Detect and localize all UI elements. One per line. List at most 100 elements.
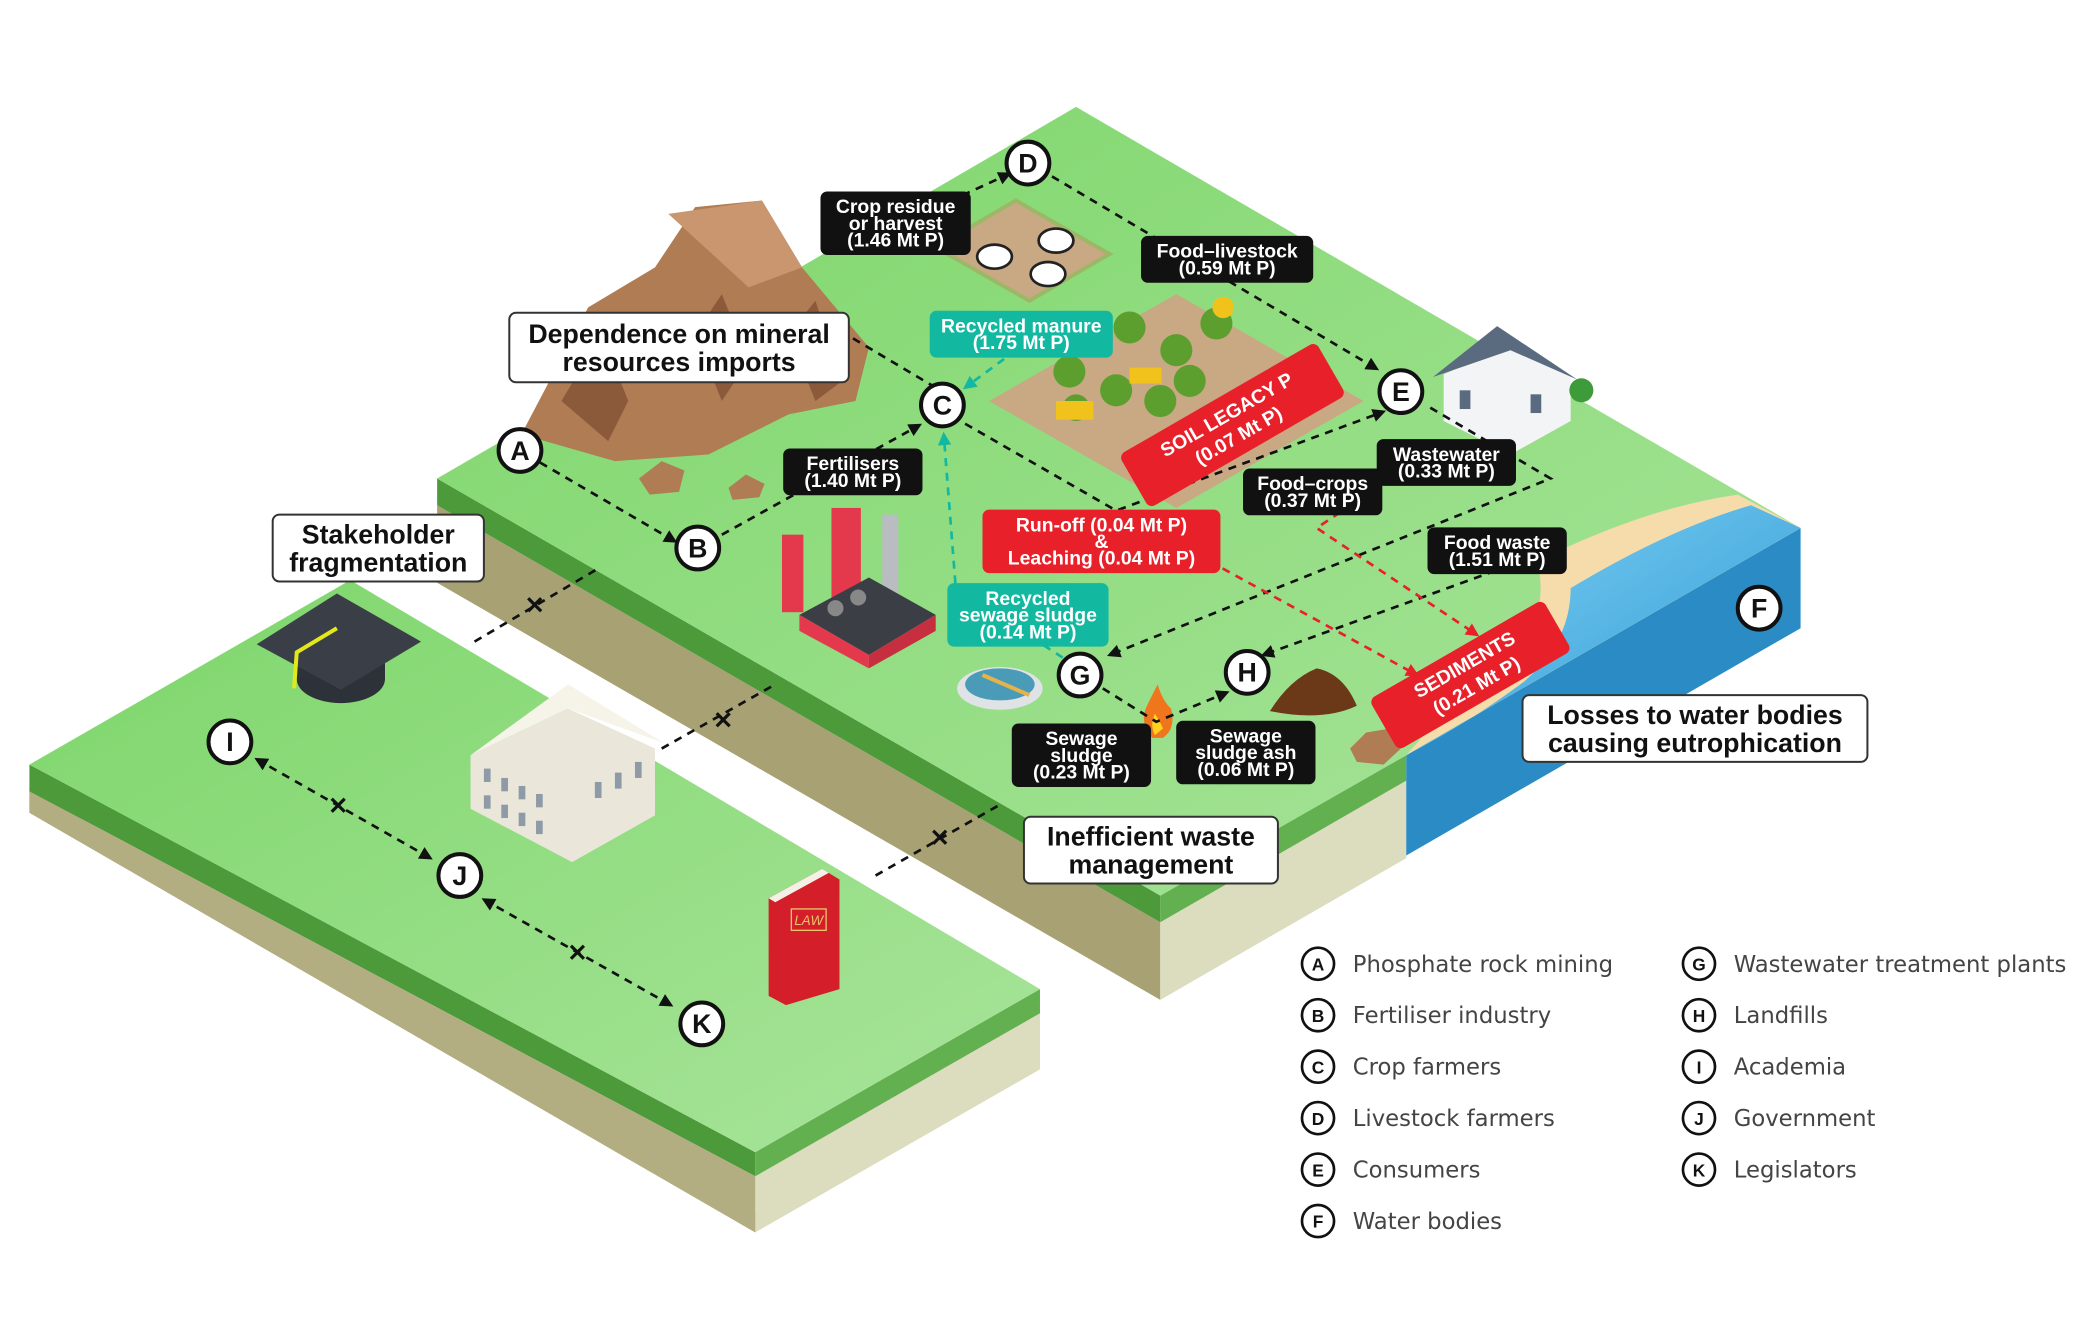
flow-label-box [1011, 723, 1152, 787]
node-circle [496, 427, 544, 474]
flow-label-runoff: Run-off (0.04 Mt P)&Leaching (0.04 Mt P) [982, 509, 1221, 574]
legend-label: Fertiliser industry [1353, 1003, 1551, 1029]
legend-label: Government [1734, 1106, 1876, 1132]
flow-label-box [947, 583, 1109, 647]
node-circle [1056, 651, 1104, 699]
legend-badge [1300, 1049, 1336, 1085]
legend-label: Consumers [1353, 1158, 1481, 1184]
flow-label-text: sludge ash [1195, 742, 1296, 764]
legend-letter: I [1697, 1057, 1702, 1077]
flow-label-box [1121, 344, 1344, 507]
node-circle [1377, 368, 1425, 416]
flow-label-text: Recycled manure [941, 316, 1102, 338]
barrier-x-icon: ✕ [567, 940, 587, 967]
legend-letter: C [1312, 1057, 1325, 1077]
flow-label-text: Run-off (0.04 Mt P) [1016, 514, 1187, 536]
incineration-fire-icon [1143, 684, 1173, 738]
node-circle [1223, 648, 1271, 696]
flow-label-text: Food–crops [1257, 473, 1368, 495]
stakeholder-platform [29, 580, 1040, 1233]
flow-line-g-to-h [1102, 687, 1230, 724]
flow-label-text: Recycled [985, 588, 1070, 610]
barrier-line-building-to-fertiliser [661, 683, 776, 750]
node-g: G [1056, 651, 1104, 699]
legend-letter: B [1312, 1006, 1325, 1026]
flow-label-text: & [1094, 531, 1108, 553]
flow-label-text: Fertilisers [807, 453, 900, 475]
node-letter: H [1238, 658, 1257, 688]
flow-label-text: (1.40 Mt P) [804, 470, 901, 492]
legend-label: Wastewater treatment plants [1734, 952, 2067, 978]
barrier-cross-marks: ✕ ✕ ✕ ✕ ✕ [328, 593, 950, 968]
barrier-x-icon: ✕ [525, 593, 545, 620]
flow-label-text: Wastewater [1393, 444, 1500, 466]
barrier-x-icon: ✕ [713, 707, 733, 734]
flow-label-text: or harvest [849, 213, 943, 235]
flow-label-food-crops: Food–crops(0.37 Mt P) [1243, 468, 1383, 516]
landfill-pile [1269, 668, 1357, 716]
livestock-pen [931, 198, 1114, 304]
legend-item-c: C Crop farmers [1300, 1049, 1501, 1085]
legend-letter: E [1312, 1160, 1324, 1180]
node-circle [436, 852, 484, 899]
flow-line-i-to-j [254, 757, 433, 860]
node-letter: I [226, 727, 233, 757]
flow-label-text: (0.14 Mt P) [979, 621, 1076, 643]
flow-line-j-to-k [481, 898, 674, 1007]
left-platform-soil-body [29, 791, 756, 1233]
law-book-label: LAW [794, 913, 824, 928]
flow-label-box [929, 310, 1113, 358]
barrier-x-icon: ✕ [930, 825, 950, 852]
callout-text: Stakeholder [302, 519, 455, 549]
node-a: A [496, 427, 544, 474]
flow-label-text: (0.06 Mt P) [1197, 759, 1294, 781]
flow-label-text: (1.46 Mt P) [847, 230, 944, 252]
flow-label-box [820, 191, 971, 255]
legend-badge [1681, 946, 1717, 982]
node-letter: J [452, 861, 467, 891]
flow-label-box [1376, 439, 1516, 486]
flow-line-recycled-manure [962, 349, 1017, 390]
callout-box [271, 513, 485, 583]
flow-label-box [783, 448, 923, 496]
legend-badge [1300, 997, 1336, 1033]
legend-item-e: E Consumers [1300, 1152, 1481, 1187]
legend-label: Crop farmers [1353, 1055, 1501, 1081]
flow-line-a-to-b [539, 461, 678, 543]
node-letter: A [510, 436, 529, 466]
government-building [470, 684, 665, 863]
flow-label-food-livestock: Food–livestock(0.59 Mt P) [1141, 235, 1314, 283]
node-circle [1735, 584, 1783, 632]
barrier-x-icon: ✕ [328, 793, 348, 820]
flow-label-fertilisers: Fertilisers(1.40 Mt P) [783, 448, 923, 496]
flow-label-text: (0.37 Mt P) [1264, 490, 1361, 512]
node-letter: E [1392, 377, 1410, 407]
flow-label-food-waste: Food waste(1.51 Mt P) [1427, 527, 1567, 575]
node-i: I [206, 718, 254, 766]
node-circle [919, 381, 966, 429]
water-side [1406, 527, 1801, 856]
node-letter: B [688, 533, 707, 563]
legend-badge [1681, 1100, 1717, 1136]
legend-label: Livestock farmers [1353, 1106, 1555, 1132]
flow-line-e-to-g [1107, 406, 1554, 658]
flow-label-text: (0.23 Mt P) [1033, 762, 1130, 784]
legend-letter: K [1693, 1160, 1706, 1180]
legend-letter: A [1312, 954, 1325, 974]
flow-label-text: (0.33 Mt P) [1398, 461, 1495, 483]
node-circle [678, 1000, 726, 1048]
legend-label: Landfills [1734, 1003, 1828, 1029]
flow-label-text: sewage sludge [959, 605, 1097, 627]
node-k: K [678, 1000, 726, 1048]
